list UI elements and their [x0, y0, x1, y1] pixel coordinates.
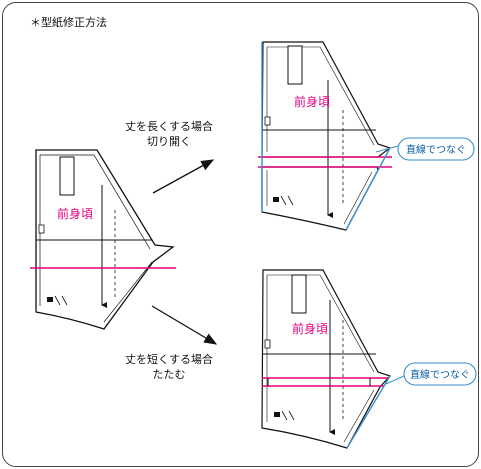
diagram-title: ＊型紙修正方法: [30, 16, 107, 29]
arrow-to-lengthen: [152, 159, 215, 194]
shortened-piece-label: 前身頃: [292, 321, 328, 336]
callout-shorten-text: 直線でつなぐ: [410, 368, 470, 381]
lengthened-pattern-piece: [258, 41, 392, 231]
lengthened-piece-label: 前身頃: [294, 94, 330, 109]
shorten-caption: 丈を短くする場合 たたむ: [125, 352, 213, 382]
shorten-caption-line2: たたむ: [152, 368, 186, 381]
lengthen-caption-line1: 丈を長くする場合: [125, 120, 213, 133]
callout-lengthen-text: 直線でつなぐ: [406, 143, 466, 156]
original-pattern-piece: [30, 149, 176, 330]
callout-lengthen: 直線でつなぐ: [375, 137, 475, 161]
callout-shorten: 直線でつなぐ: [385, 362, 477, 386]
lengthen-caption: 丈を長くする場合 切り開く: [125, 119, 213, 149]
lengthen-caption-line2: 切り開く: [147, 135, 191, 148]
original-piece-label: 前身頃: [57, 206, 93, 221]
shorten-caption-line1: 丈を短くする場合: [125, 353, 213, 366]
shortened-pattern-piece: [261, 269, 392, 449]
arrow-to-shorten: [151, 305, 218, 345]
